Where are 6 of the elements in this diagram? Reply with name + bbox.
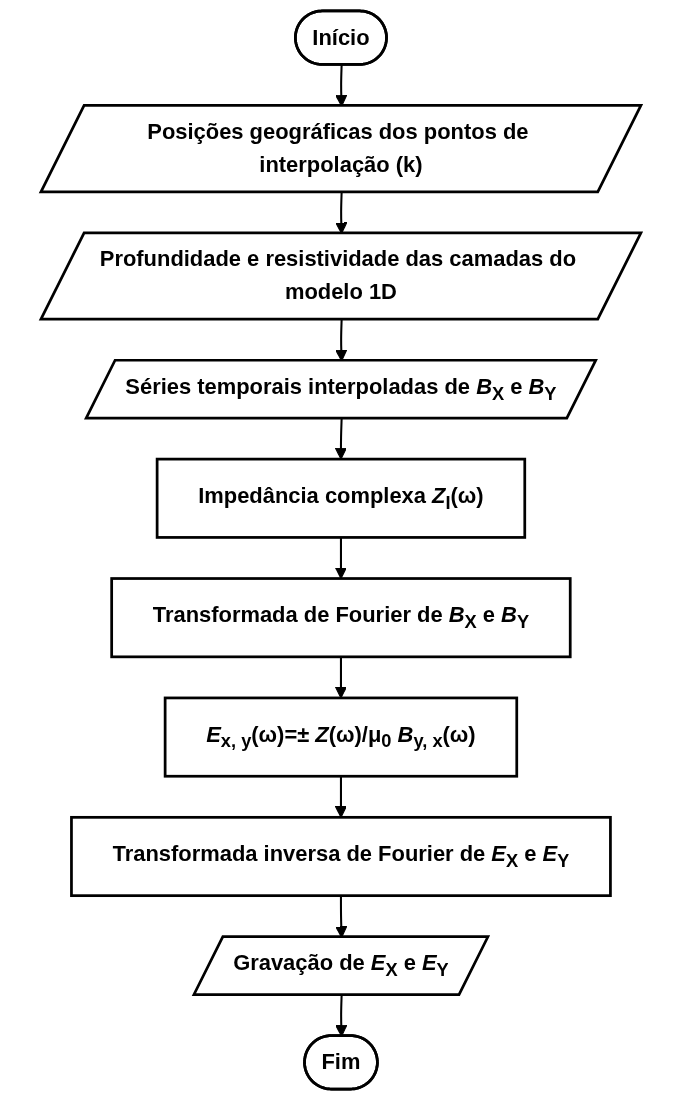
- arrow: [334, 418, 347, 460]
- node-box: E$_{x, y}$(ω)=± Z(ω)/μ$_{0}$ B$_{y, x}$(ω): [163, 696, 518, 778]
- node-box: Transformada de Fourier de B$_{X}$ e B$_{Y}$: [109, 577, 572, 659]
- node-box: Transformada inversa de Fourier de E$_{X}$ e E$_{Y}$: [69, 815, 612, 897]
- node-box: Impedância complexa Z$_{I}$(ω): [155, 457, 526, 539]
- arrow: [334, 776, 347, 818]
